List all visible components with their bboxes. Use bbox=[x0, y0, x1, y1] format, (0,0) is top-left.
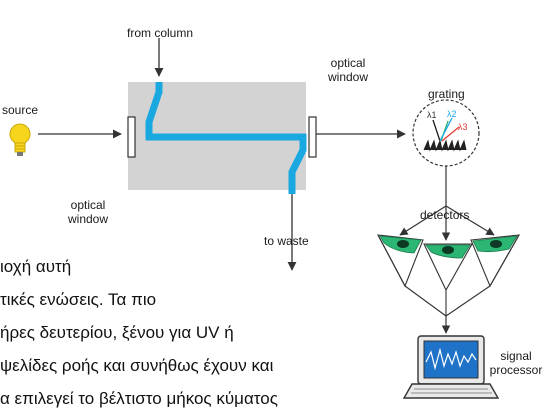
optical-window-top-label: optical window bbox=[327, 56, 369, 84]
text-line-3: ήρες δευτερίου, ξένου για UV ή bbox=[0, 323, 234, 342]
grating-label: grating bbox=[428, 87, 465, 101]
detector-icon bbox=[377, 234, 521, 292]
text-line-4: ψελίδες ροής και συνήθως έχουν και bbox=[0, 356, 274, 375]
text-line-1: ιοχή αυτή bbox=[0, 257, 72, 276]
to-waste-label: to waste bbox=[264, 234, 309, 248]
flow-path bbox=[145, 82, 307, 194]
from-column-label: from column bbox=[126, 26, 194, 40]
text-line-2: τικές ενώσεις. Τα πιο bbox=[0, 290, 157, 309]
lambda-1-label: λ1 bbox=[427, 110, 437, 120]
lambda-3-label: λ3 bbox=[458, 122, 468, 132]
detectors-label: detectors bbox=[420, 208, 470, 222]
source-label: source bbox=[2, 103, 39, 117]
bulb-icon bbox=[9, 123, 31, 156]
text-line-5: α επιλεγεί το βέλτιστο μήκος κύματος bbox=[0, 389, 278, 408]
optical-window-right bbox=[308, 116, 317, 158]
lambda-2-label: λ2 bbox=[447, 109, 457, 119]
optical-window-left bbox=[127, 116, 136, 158]
grating-icon bbox=[412, 99, 480, 167]
signal-processor-label: signal processor bbox=[489, 349, 543, 377]
laptop-icon bbox=[402, 335, 500, 399]
optical-window-bottom-label: optical window bbox=[67, 198, 109, 226]
